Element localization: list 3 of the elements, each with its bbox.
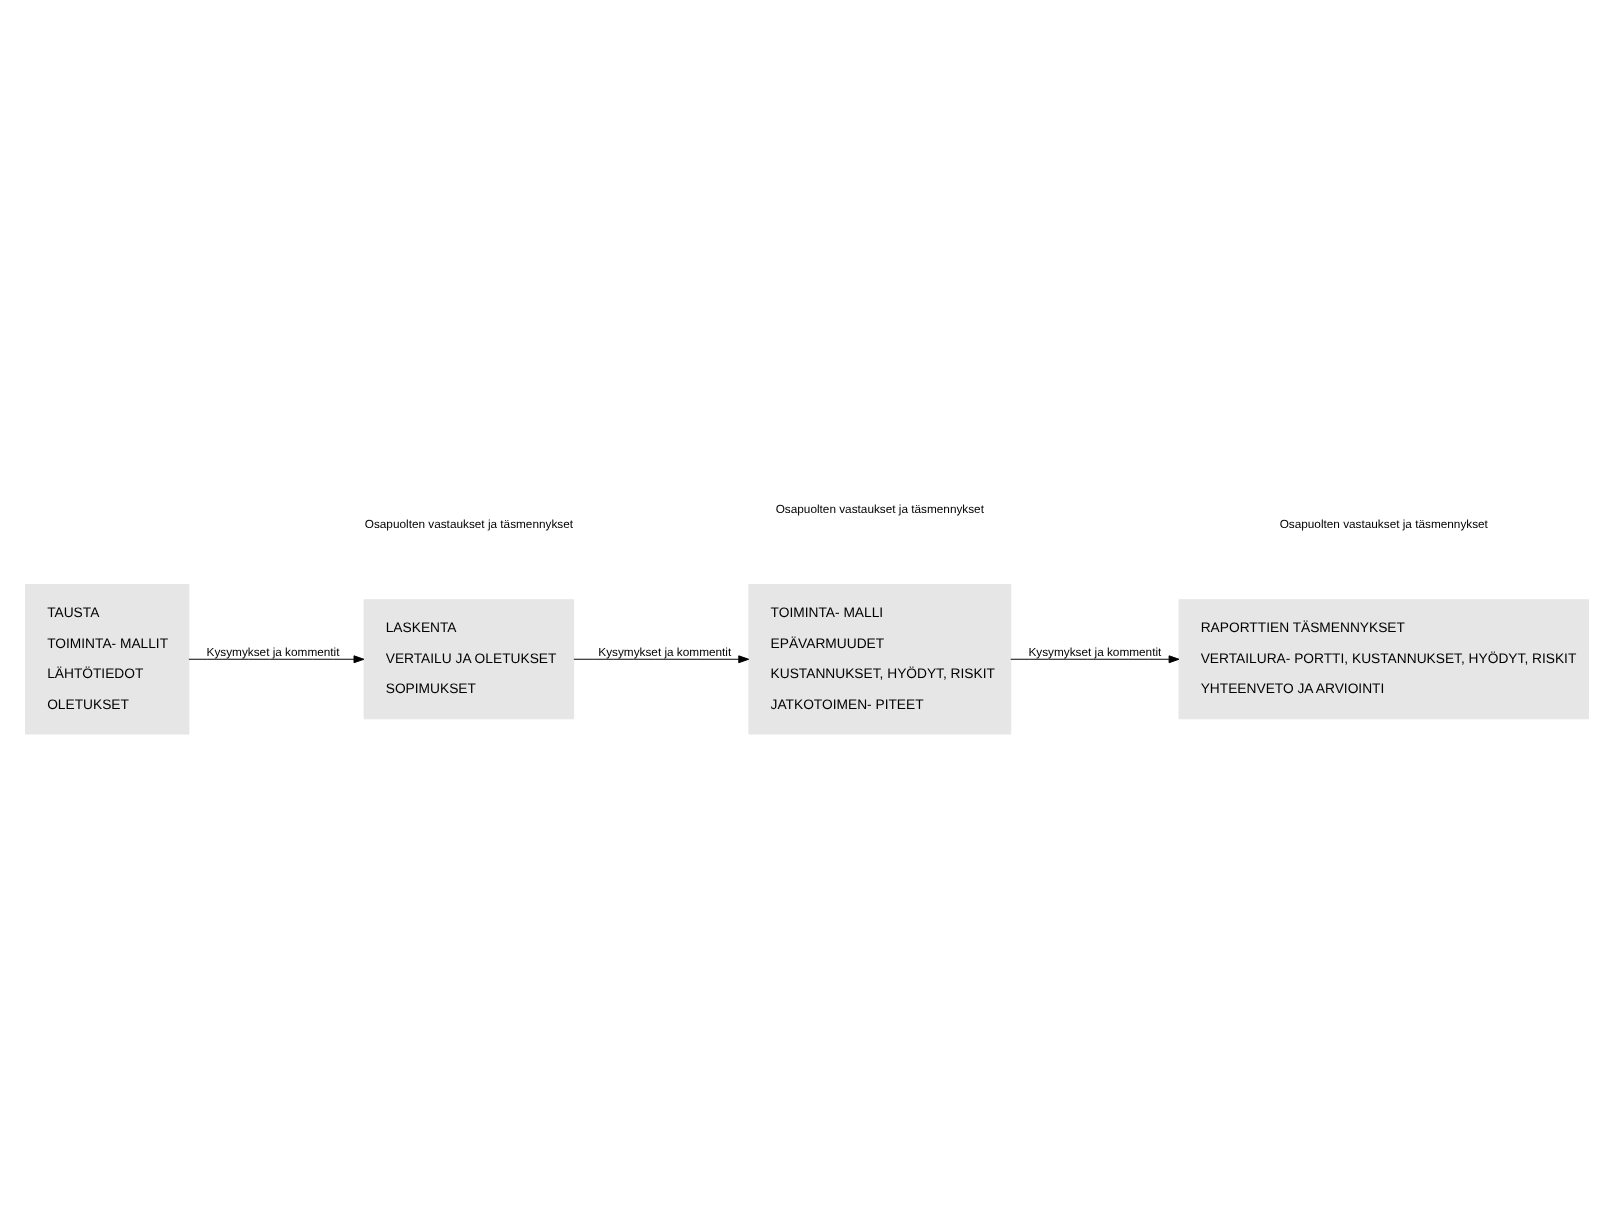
arrow <box>573 654 750 663</box>
arrow <box>1010 654 1180 663</box>
arrow <box>188 654 365 663</box>
